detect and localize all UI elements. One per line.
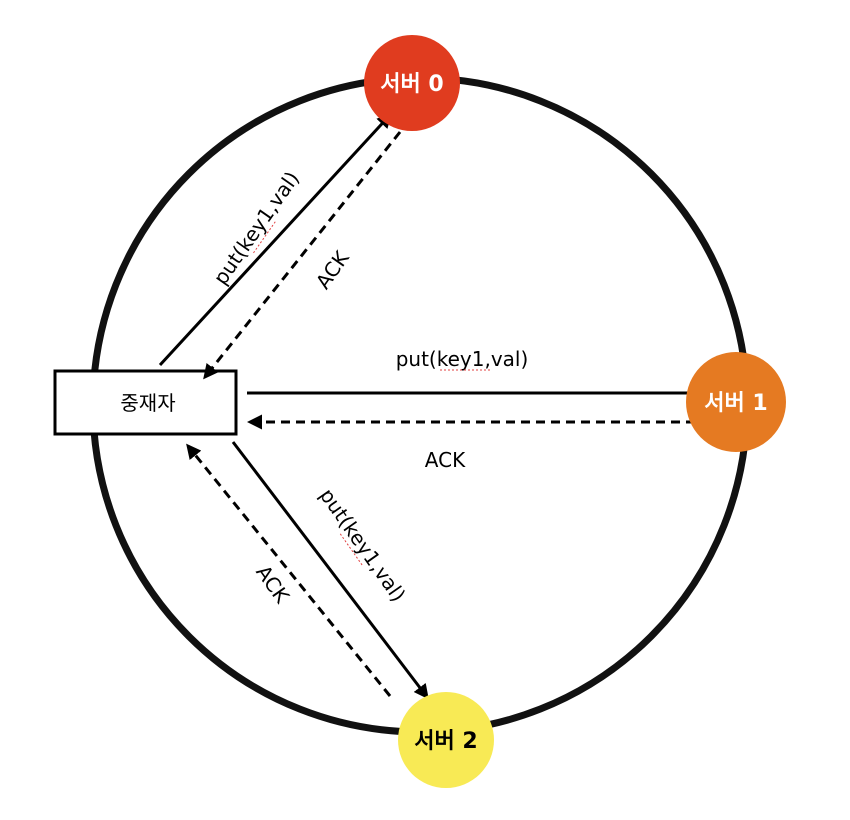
ack-arrow-server-0 — [203, 131, 402, 380]
server-node-1[interactable]: 서버 1 — [686, 352, 786, 452]
ack-label-server-2: ACK — [251, 561, 294, 609]
ack-arrow-server-2 — [186, 443, 392, 697]
request-label-server-1: put(key1,val) — [396, 347, 529, 371]
request-arrow-server-0 — [158, 112, 393, 367]
server-1-circle — [686, 352, 786, 452]
server-0-circle — [364, 35, 460, 131]
server-1-label: 서버 1 — [704, 391, 767, 416]
coordinator-label: 중재자 — [120, 391, 175, 415]
coordinator-node[interactable]: 중재자 — [53, 369, 238, 436]
request-label-server-2: put(key1,val) — [315, 484, 411, 606]
server-node-2[interactable]: 서버 2 — [398, 692, 494, 788]
request-arrow-server-2 — [231, 441, 429, 700]
server-0-label: 서버 0 — [380, 72, 443, 97]
spellcheck-underline-server-0 — [253, 219, 277, 254]
coordinator-box — [53, 369, 238, 436]
server-2-circle — [398, 692, 494, 788]
server-2-label: 서버 2 — [414, 729, 477, 754]
server-node-0[interactable]: 서버 0 — [364, 35, 460, 131]
request-label-server-0: put(key1,val) — [208, 167, 304, 289]
ack-label-server-1: ACK — [425, 448, 466, 472]
ack-label-server-0: ACK — [311, 246, 354, 294]
